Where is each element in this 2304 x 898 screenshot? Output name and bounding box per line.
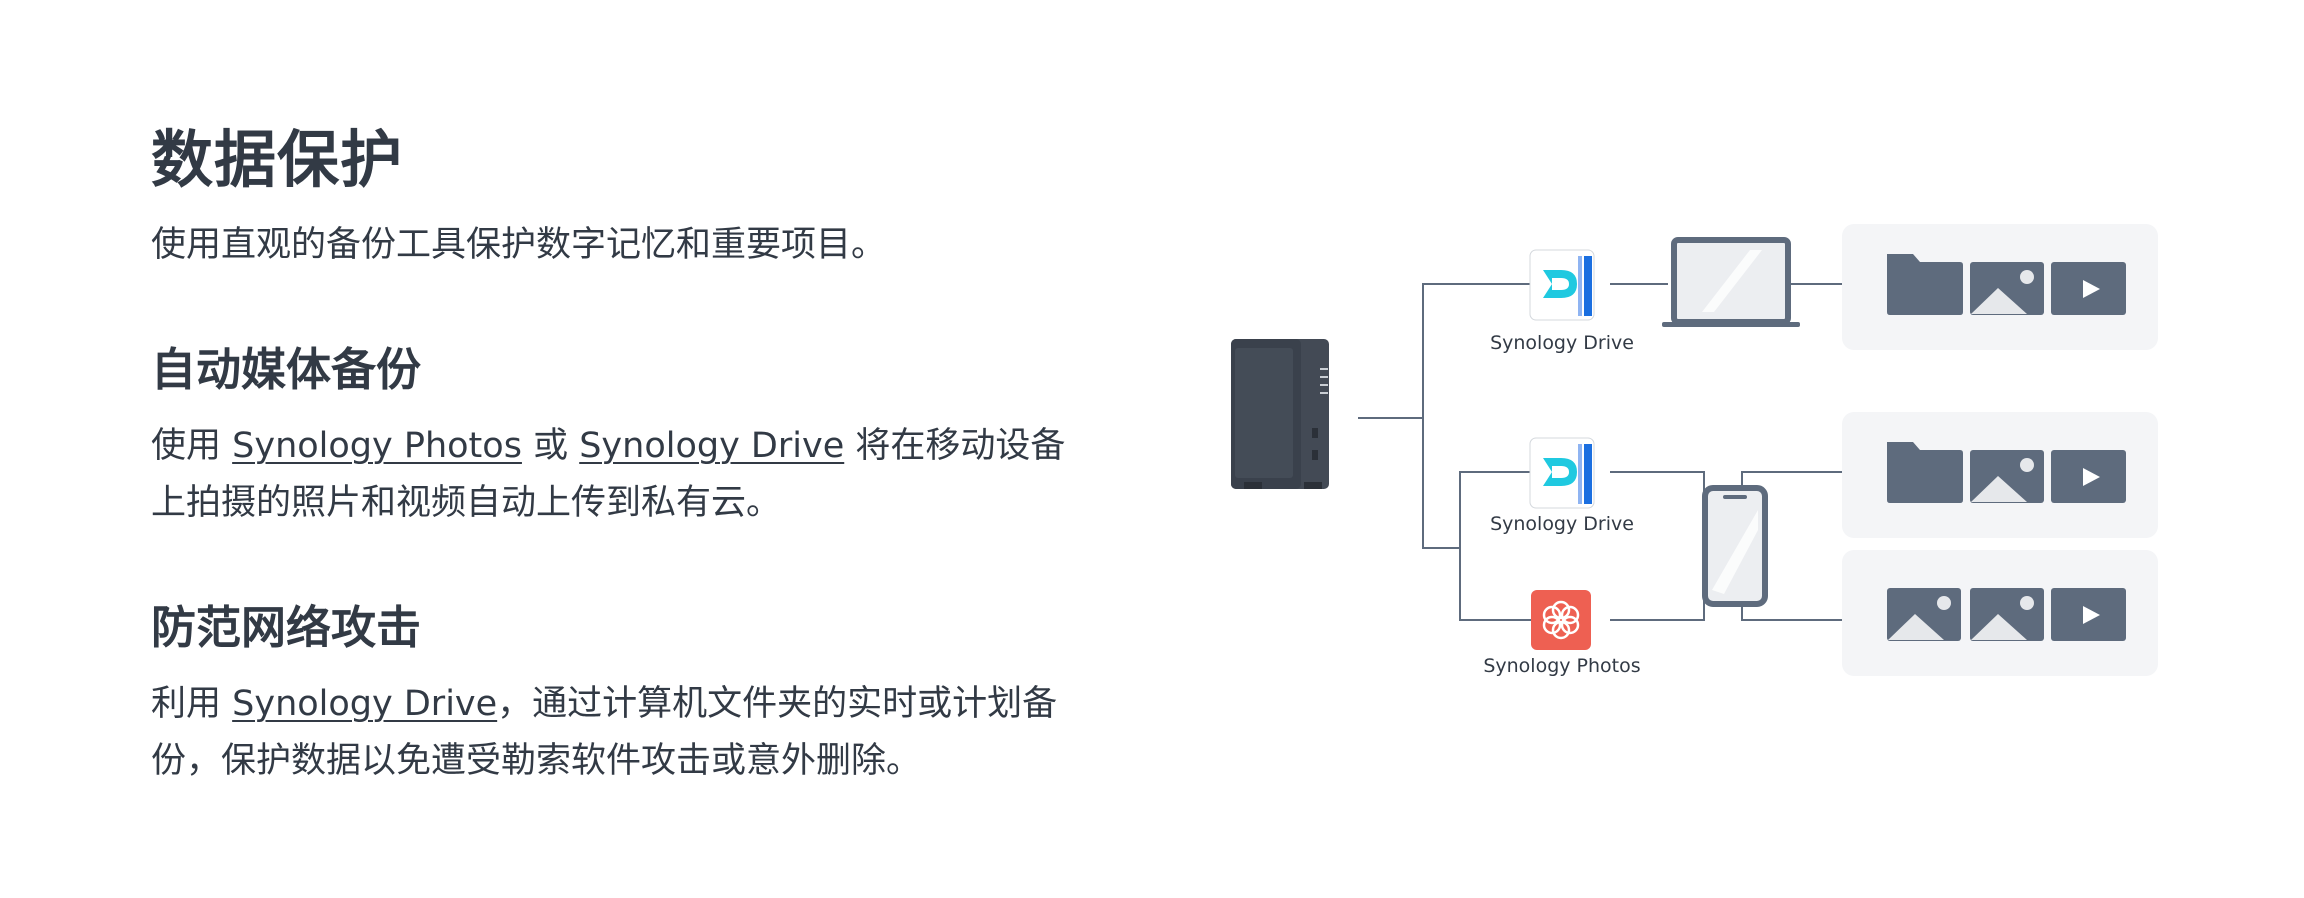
image-icon — [1970, 262, 2044, 315]
body-text: 利用 — [151, 684, 233, 724]
section-title-cyber-defense: 防范网络攻击 — [151, 601, 422, 654]
page-title: 数据保护 — [151, 123, 404, 196]
synology-drive-link[interactable]: Synology Drive — [232, 684, 498, 724]
body-text: 将在移动设备上拍摄的照片和视频自动上传到私有云。 — [151, 426, 1066, 523]
phone-icon — [1702, 485, 1768, 607]
folder-icon — [1887, 254, 1963, 315]
nas-icon — [1231, 339, 1329, 489]
folder-icon — [1887, 442, 1963, 503]
file-card — [1842, 412, 2158, 538]
synology-drive-icon — [1529, 437, 1595, 509]
synology-photos-link[interactable]: Synology Photos — [232, 426, 522, 466]
connector-lines — [1358, 283, 1842, 621]
synology-drive-label: Synology Drive — [1490, 332, 1634, 354]
synology-photos-icon — [1531, 590, 1591, 650]
file-card — [1842, 550, 2158, 676]
image-icon — [1970, 588, 2044, 641]
section-title-media-backup: 自动媒体备份 — [151, 343, 422, 396]
section-body-cyber-defense: 利用 Synology Drive，通过计算机文件夹的实时或计划备份，保护数据以… — [151, 676, 1091, 790]
backup-diagram: Synology Drive Synology Drive Synology P… — [1230, 210, 2190, 710]
section-body-media-backup: 使用 Synology Photos 或 Synology Drive 将在移动… — [151, 418, 1091, 532]
diagram-graphic — [1231, 224, 2158, 676]
video-play-icon — [2051, 262, 2126, 315]
body-text: 使用 — [151, 426, 233, 466]
image-icon — [1970, 450, 2044, 503]
video-play-icon — [2051, 588, 2126, 641]
image-icon — [1887, 588, 1961, 641]
video-play-icon — [2051, 450, 2126, 503]
synology-drive-label: Synology Drive — [1490, 513, 1634, 535]
synology-photos-label: Synology Photos — [1483, 655, 1641, 677]
body-text: ，通过计算机文件夹的实时或计划备份，保护数据以免遭受勒索软件攻击或意外删除。 — [151, 684, 1058, 781]
synology-drive-link[interactable]: Synology Drive — [579, 426, 845, 466]
file-card — [1842, 224, 2158, 350]
body-text: 或 — [521, 426, 580, 466]
page-subtitle: 使用直观的备份工具保护数字记忆和重要项目。 — [151, 225, 887, 265]
synology-drive-icon — [1529, 249, 1595, 321]
laptop-icon — [1662, 237, 1800, 327]
